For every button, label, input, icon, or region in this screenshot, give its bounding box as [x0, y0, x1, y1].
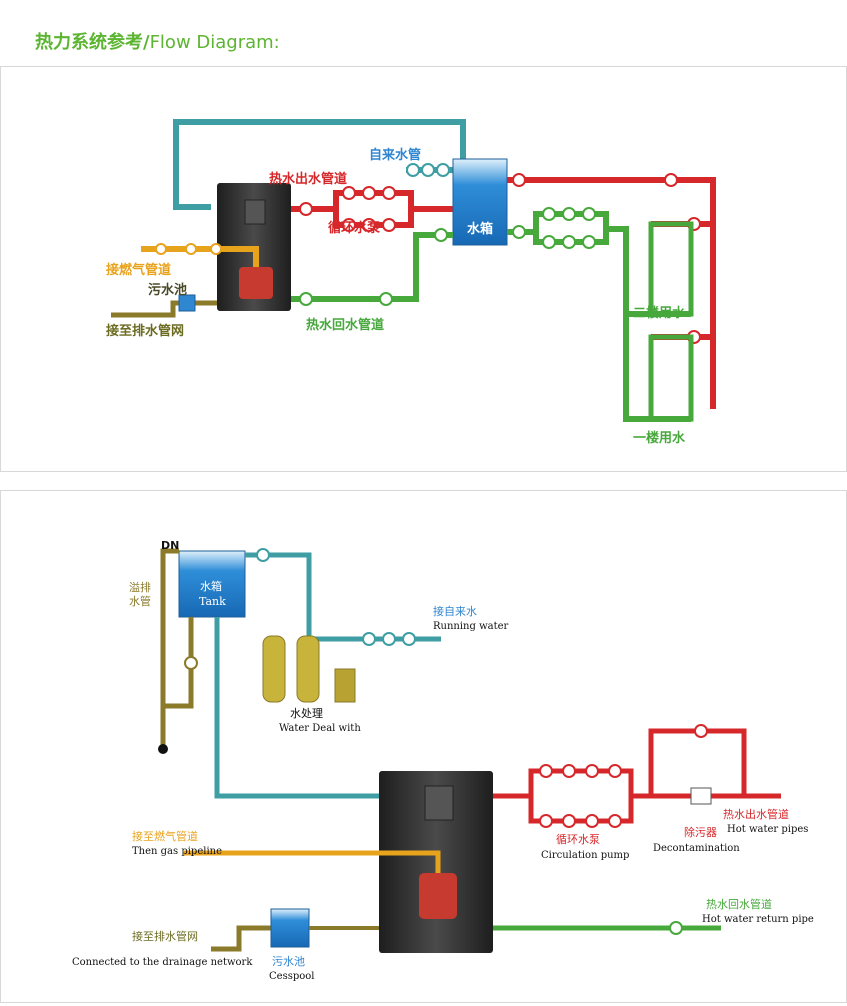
softener-2 [296, 635, 320, 703]
pump-valves [299, 186, 396, 232]
label-overflow-1: 溢排 [129, 580, 151, 594]
label-floor2: 二楼用水 [633, 305, 686, 321]
gas-valves [155, 243, 222, 255]
label-overflow-2: 水管 [129, 594, 151, 608]
hot-supply-pipe [507, 177, 716, 409]
label-hot-en: Hot water pipes [727, 824, 808, 835]
flow-diagram-panel-2: DN 溢排 水管 水箱 Tank 接自来水 Running water 水处理 … [0, 490, 847, 1003]
overflow-pipe [160, 548, 194, 749]
decontamination-filter [690, 787, 712, 805]
boiler-2-window [424, 785, 454, 821]
cold-feed-pipe [173, 119, 466, 210]
circ-valves-2 [539, 724, 708, 828]
hot-out-loop-2 [493, 728, 781, 824]
label-ret-zh: 热水回水管道 [706, 897, 772, 911]
label-cesspool: 污水池 [148, 282, 187, 298]
label-tank: 水箱 [467, 221, 493, 237]
label-cess-en: Cesspool [269, 971, 314, 982]
floor2-fixture-frame [648, 221, 694, 317]
burner-2 [419, 873, 457, 919]
label-decon-en: Decontamination [653, 843, 740, 854]
label-hot-out: 热水出水管道 [269, 171, 347, 187]
label-drain-en: Connected to the drainage network [72, 957, 253, 968]
label-hot-return: 热水回水管道 [306, 317, 384, 333]
heading-en: Flow Diagram: [149, 32, 280, 53]
gas-pipe-2 [184, 850, 441, 873]
heading-zh: 热力系统参考/ [35, 32, 150, 53]
return-valves [512, 207, 596, 249]
flow-diagram-panel-1: 自来水管 热水出水管道 循环水泵 水箱 接燃气管道 污水池 接至排水管网 热水回… [0, 66, 847, 472]
label-gas-zh: 接至燃气管道 [132, 829, 198, 843]
brine-tank [334, 668, 356, 703]
label-running-zh: 接自来水 [433, 605, 477, 618]
label-drain: 接至排水管网 [106, 323, 184, 339]
label-gas: 接燃气管道 [106, 262, 171, 278]
label-running-en: Running water [433, 621, 509, 632]
tank [178, 550, 246, 618]
boiler-return-pipe [291, 232, 453, 302]
label-circ-pump: 循环水泵 [328, 220, 380, 236]
label-cess-zh: 污水池 [272, 955, 305, 968]
label-wt-en: Water Deal with [279, 723, 361, 734]
label-circ-en: Circulation pump [541, 850, 629, 861]
drain-pipe-2 [211, 925, 271, 952]
tap-feed-pipe [245, 552, 441, 642]
water-tank [452, 158, 508, 246]
flow-diagram-2: DN 溢排 水管 水箱 Tank 接自来水 Running water 水处理 … [72, 539, 814, 982]
burner [239, 267, 273, 299]
overflow-valve [184, 656, 198, 670]
label-floor1: 一楼用水 [633, 430, 686, 446]
cesspool-2 [270, 908, 310, 948]
cesspool [178, 294, 196, 312]
tank-to-boiler-pipe [214, 617, 379, 799]
label-circ-zh: 循环水泵 [556, 833, 600, 846]
floor1-fixture-frame [648, 334, 694, 422]
label-tap-water: 自来水管 [369, 147, 421, 163]
gas-pipe [141, 246, 259, 267]
overflow-end [158, 744, 168, 754]
softener-1 [262, 635, 286, 703]
drain-pipe [111, 300, 217, 318]
return-valve-2 [669, 921, 683, 935]
label-wt-zh: 水处理 [290, 707, 323, 720]
label-ret-en: Hot water return pipe [702, 914, 814, 925]
tap-valves-2 [256, 548, 416, 646]
label-tank-zh: 水箱 [200, 579, 222, 593]
page-heading: 热力系统参考/Flow Diagram: [35, 28, 280, 54]
boiler-return-valves [299, 228, 448, 306]
label-hot-zh: 热水出水管道 [723, 807, 789, 821]
label-decon-zh: 除污器 [684, 825, 717, 839]
label-dn: DN [161, 539, 179, 552]
label-drain-zh: 接至排水管网 [132, 929, 198, 943]
flow-diagram-1: 自来水管 热水出水管道 循环水泵 水箱 接燃气管道 污水池 接至排水管网 热水回… [106, 119, 716, 446]
boiler-window [244, 199, 266, 225]
label-tank-en: Tank [199, 595, 226, 608]
label-gas-en: Then gas pipeline [132, 846, 222, 857]
tap-valves [406, 163, 450, 177]
